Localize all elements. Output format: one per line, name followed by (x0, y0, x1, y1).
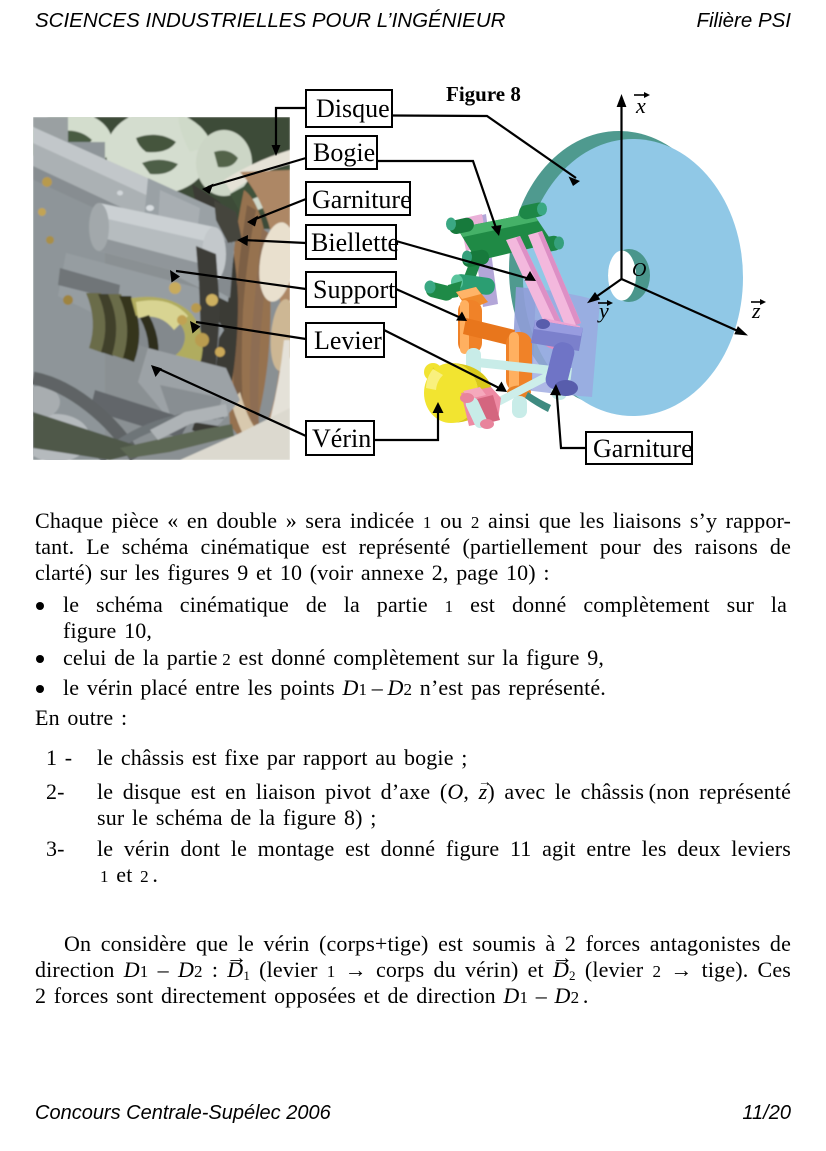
svg-text:Vérin: Vérin (312, 424, 371, 453)
svg-text:x: x (635, 93, 646, 118)
svg-text:Bogie: Bogie (313, 138, 375, 167)
svg-text:O: O (632, 259, 646, 281)
svg-text:Support: Support (313, 275, 396, 304)
svg-text:Figure 8: Figure 8 (446, 82, 521, 106)
svg-text:y: y (597, 298, 609, 323)
svg-text:Biellette: Biellette (311, 228, 399, 257)
svg-text:Levier: Levier (314, 326, 382, 355)
svg-text:Garniture: Garniture (312, 185, 412, 214)
svg-text:z: z (751, 298, 761, 323)
svg-text:Disque: Disque (316, 94, 390, 123)
svg-text:Garniture: Garniture (593, 434, 693, 463)
